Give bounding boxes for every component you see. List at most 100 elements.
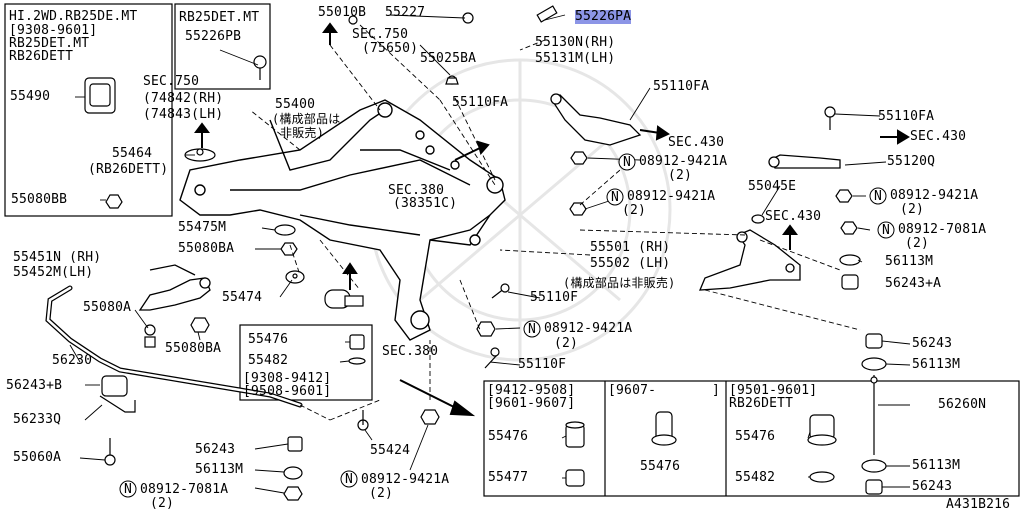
part-label-55482-b3: 55482 bbox=[735, 470, 776, 485]
n-mark-1: N bbox=[124, 482, 133, 497]
arrow-up-1 bbox=[194, 122, 210, 148]
washer-55482-mid bbox=[348, 357, 366, 365]
bushing-55476-mid bbox=[349, 334, 365, 350]
part-label-55080bb: 55080BB bbox=[11, 192, 68, 207]
bolt-55025ba bbox=[445, 75, 459, 85]
part-label-08912-7081a-2: 08912-7081A bbox=[898, 222, 987, 237]
part-label-08912-9421a-5: 08912-9421A bbox=[544, 321, 633, 336]
nut-bl bbox=[283, 486, 303, 501]
n-mark-6: N bbox=[882, 223, 891, 238]
part-label-08912-9421a-1: 08912-9421A bbox=[361, 472, 450, 487]
sec380-low: SEC.380 bbox=[382, 344, 439, 359]
note-not-sold-1b: 非販売) bbox=[280, 126, 325, 140]
sec750-left-rh: (74842(RH) bbox=[143, 91, 224, 106]
note-rb26dett: RB26DETT bbox=[729, 396, 794, 411]
sec750-top-sub: (75650) bbox=[362, 41, 419, 56]
part-label-55476-mid: 55476 bbox=[248, 332, 289, 347]
part-label-55080a: 55080A bbox=[83, 300, 132, 315]
washer-55045e bbox=[751, 214, 765, 224]
part-label-55110fa-1: 55110FA bbox=[452, 95, 509, 110]
part-label-55501: 55501 (RH) bbox=[590, 240, 671, 255]
qty-e: (2) bbox=[900, 202, 925, 217]
part-label-08912-9421a-3: 08912-9421A bbox=[627, 189, 716, 204]
box-header-1: HI.2WD.RB25DE.MT bbox=[9, 9, 138, 24]
lower-control-arm bbox=[138, 229, 801, 311]
part-label-56113m-r: 56113M bbox=[885, 254, 934, 269]
part-label-55476-b2: 55476 bbox=[640, 459, 681, 474]
washer-56113m-r2 bbox=[861, 357, 887, 371]
nut-right-3 bbox=[569, 202, 587, 216]
nut-08912-9421a bbox=[420, 409, 440, 425]
nut-55080bb bbox=[105, 194, 123, 209]
nut-right-5 bbox=[476, 321, 496, 337]
note-9308-9412: [9308-9412] bbox=[243, 371, 332, 386]
arrow-large bbox=[399, 379, 476, 417]
part-label-55476-b1: 55476 bbox=[488, 429, 529, 444]
part-label-56243-bl: 56243 bbox=[195, 442, 236, 457]
part-label-55474: 55474 bbox=[222, 290, 263, 305]
sec380-mid: SEC.380 bbox=[388, 183, 445, 198]
washer-56113m-r bbox=[839, 254, 861, 266]
part-label-55502: 55502 (LH) bbox=[590, 256, 671, 271]
top-left-inner-box bbox=[174, 3, 271, 90]
qty-f: (2) bbox=[905, 236, 930, 251]
bolt-55110f-1 bbox=[491, 283, 510, 299]
note-9508-9601: [9508-9601] bbox=[243, 384, 332, 399]
sec750-top: SEC.750 bbox=[352, 27, 409, 42]
top-left-box bbox=[4, 3, 173, 217]
arrow-down-right bbox=[454, 140, 490, 161]
bolt-55110f-2 bbox=[484, 347, 500, 369]
part-label-55490: 55490 bbox=[10, 89, 51, 104]
note-not-sold-1a: (構成部品は bbox=[272, 112, 341, 126]
qty-c: (2) bbox=[668, 168, 693, 183]
note-9607-open: [9607- bbox=[608, 383, 657, 398]
nut-right-1 bbox=[570, 151, 588, 165]
qty-d: (2) bbox=[622, 203, 647, 218]
part-label-55025ba: 55025BA bbox=[420, 51, 477, 66]
n-mark-2: N bbox=[345, 472, 354, 487]
part-label-55131m: 55131M(LH) bbox=[535, 51, 616, 66]
bolt-55060a bbox=[104, 438, 116, 466]
part-label-55475m: 55475M bbox=[178, 220, 227, 235]
bushing-55476-b2 bbox=[651, 411, 677, 446]
bushing-55476-b3 bbox=[807, 414, 837, 446]
qty-g: (2) bbox=[554, 336, 579, 351]
part-label-56233q: 56233Q bbox=[13, 412, 62, 427]
bushing-55475m bbox=[274, 224, 296, 236]
mid-left-box bbox=[239, 324, 373, 401]
upper-link-arm bbox=[550, 93, 841, 169]
part-label-55477-b1: 55477 bbox=[488, 470, 529, 485]
bottom-right-box bbox=[483, 380, 1020, 497]
sec750-left: SEC.750 bbox=[143, 74, 200, 89]
part-label-55110fa-2: 55110FA bbox=[653, 79, 710, 94]
part-label-56230: 56230 bbox=[52, 353, 93, 368]
sec750-left-lh: (74843(LH) bbox=[143, 107, 224, 122]
nut-55080ba-1 bbox=[280, 242, 298, 256]
arrow-sec380 bbox=[342, 262, 358, 290]
arrow-right-2 bbox=[880, 129, 910, 145]
qty-a: (2) bbox=[150, 496, 175, 510]
note-rb26dett-left: (RB26DETT) bbox=[88, 162, 169, 177]
part-label-55045e: 55045E bbox=[748, 179, 797, 194]
note-not-sold-2: (構成部品は非販売) bbox=[563, 276, 676, 290]
part-label-55110fa-3: 55110FA bbox=[878, 109, 935, 124]
nut-55080ba-2 bbox=[190, 317, 210, 333]
sec430-1: SEC.430 bbox=[668, 135, 725, 150]
part-label-55400: 55400 bbox=[275, 97, 316, 112]
part-label-56243b: 56243+B bbox=[6, 378, 63, 393]
bolt-55110fa-3 bbox=[824, 106, 836, 130]
sec430-3: SEC.430 bbox=[765, 209, 822, 224]
part-label-08912-9421a-4: 08912-9421A bbox=[890, 188, 979, 203]
box-header-2: [9308-9601] bbox=[9, 23, 98, 38]
bushing-55476-b1 bbox=[565, 421, 585, 448]
arrow-right-1 bbox=[639, 125, 671, 141]
n-mark-3: N bbox=[623, 155, 632, 170]
bushing-55477-b1 bbox=[565, 469, 585, 487]
part-label-56113m-r3: 56113M bbox=[912, 458, 961, 473]
inner-box-header: RB25DET.MT bbox=[179, 10, 260, 25]
bolt-55424 bbox=[357, 410, 369, 431]
box-header-4: RB26DETT bbox=[9, 49, 74, 64]
n-mark-4: N bbox=[611, 190, 620, 205]
